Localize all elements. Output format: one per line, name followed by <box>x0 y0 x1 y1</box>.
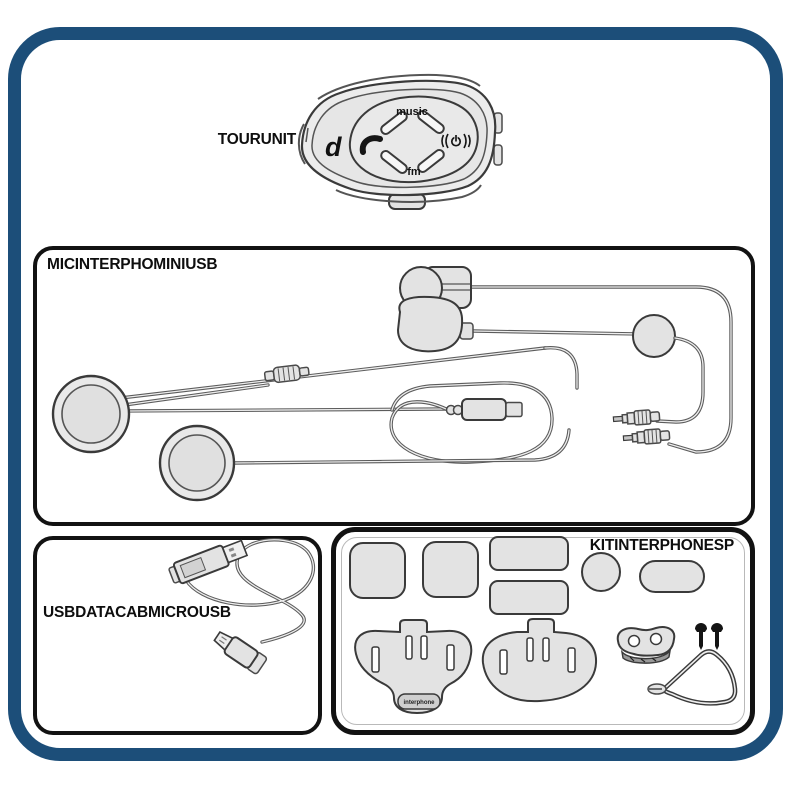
helmet-mount-plate-plain <box>481 618 598 703</box>
interphone-logo: d <box>325 132 342 162</box>
microphone-windscreen <box>632 314 676 358</box>
screw-2 <box>711 623 723 650</box>
intercom-power-icon <box>441 133 471 149</box>
music-label: music <box>396 106 428 118</box>
velcro-pad-square-2 <box>422 541 479 598</box>
adhesive-strip-1 <box>489 536 569 571</box>
jack-plug-1 <box>612 409 661 426</box>
mount-kit-label: KITINTERPHONESP <box>589 537 734 554</box>
usb-a-connector <box>168 539 249 585</box>
usb-cable-contents <box>168 538 316 675</box>
adhesive-strip-2 <box>489 580 569 615</box>
mounting-key-tool <box>647 649 738 706</box>
tour-unit-label: TOURUNIT <box>217 131 296 148</box>
mount-kit-contents: interphone <box>349 536 738 715</box>
micro-usb-connector <box>213 631 268 675</box>
left-notch <box>305 127 309 143</box>
mic-kit-contents <box>51 266 733 502</box>
fm-label: fm <box>407 166 421 178</box>
phone-icon <box>359 135 383 155</box>
cables <box>108 285 733 465</box>
music-up-button <box>380 111 408 135</box>
screw-1 <box>695 623 707 650</box>
helmet-mount-plate-branded: interphone <box>354 619 473 715</box>
side-button-lower <box>493 144 503 166</box>
button-face-oval <box>348 95 479 184</box>
tour-unit-device: music fm d <box>297 73 503 210</box>
music-down-button <box>380 150 408 174</box>
inline-screw-connector <box>263 364 310 384</box>
plate-logo-text: interphone <box>404 700 436 706</box>
volume-down-button <box>417 149 445 173</box>
mini-usb-connector <box>445 398 523 421</box>
volume-up-button <box>417 110 445 134</box>
round-pad <box>581 552 621 592</box>
jack-plug-2 <box>622 428 671 445</box>
helmet-speaker-large <box>51 374 131 454</box>
velcro-pad-square-1 <box>349 542 406 599</box>
mic-kit-label: MICINTERPHOMINIUSB <box>47 256 218 273</box>
outer-frame <box>8 27 783 761</box>
usb-cable-label: USBDATACABMICROUSB <box>43 604 231 621</box>
oval-pad <box>639 560 705 593</box>
left-trim-line <box>297 123 306 165</box>
microphone-holder-bracket <box>616 626 676 664</box>
boom-microphone <box>396 295 474 353</box>
top-trim-line <box>317 73 481 100</box>
bottom-trim-line <box>335 184 482 203</box>
interphone-logo-tab <box>397 693 441 710</box>
helmet-speaker-small <box>158 424 236 502</box>
mic-kit-box <box>33 246 755 526</box>
